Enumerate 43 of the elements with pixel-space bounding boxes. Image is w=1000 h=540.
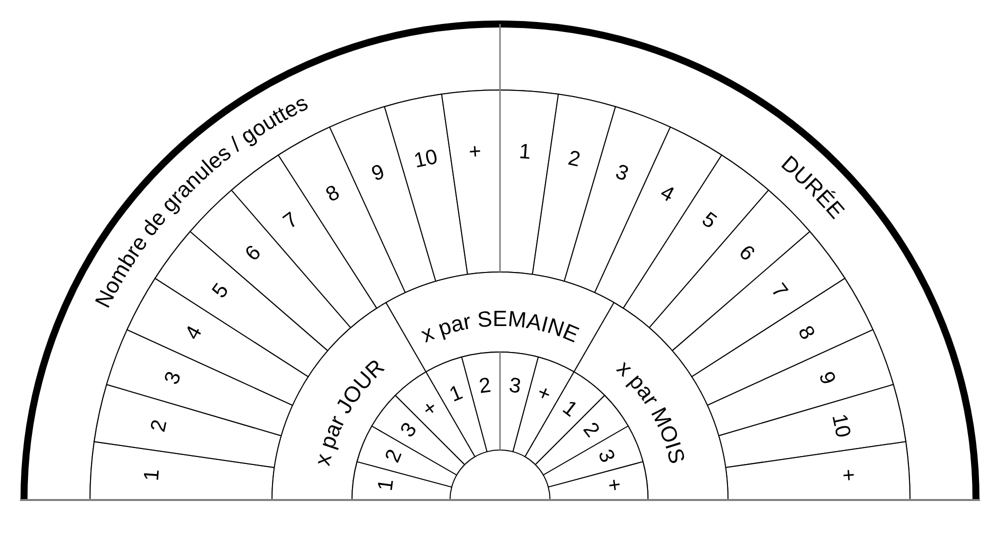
dial-sector bbox=[461, 352, 500, 452]
number-label: 3 bbox=[508, 374, 522, 398]
number-label: + bbox=[534, 380, 554, 407]
number-label: 8 bbox=[793, 322, 820, 344]
dial-sector bbox=[90, 441, 275, 500]
number-label: 8 bbox=[322, 180, 344, 207]
number-label: + bbox=[602, 477, 626, 493]
dial-sector bbox=[94, 384, 282, 468]
dial-sector bbox=[441, 90, 500, 275]
dial-sector bbox=[500, 90, 559, 275]
number-label: + bbox=[836, 468, 860, 482]
number-label: 9 bbox=[368, 160, 388, 186]
dial-sector bbox=[718, 384, 906, 468]
number-label: 1 bbox=[140, 468, 164, 482]
dial-sector bbox=[725, 441, 910, 500]
number-label: 7 bbox=[766, 279, 792, 302]
dial-sector bbox=[384, 94, 468, 282]
number-label: 3 bbox=[160, 368, 186, 388]
number-label: 1 bbox=[374, 478, 398, 492]
number-label: 6 bbox=[240, 240, 266, 266]
number-label: 7 bbox=[279, 208, 302, 234]
number-label: + bbox=[468, 140, 482, 164]
number-label: 3 bbox=[612, 160, 632, 186]
number-label: 2 bbox=[380, 446, 407, 466]
dial-sector bbox=[691, 278, 874, 406]
dial-sector bbox=[594, 126, 722, 309]
number-label: 5 bbox=[698, 208, 721, 234]
number-label: 4 bbox=[180, 322, 207, 344]
number-label: 9 bbox=[814, 368, 840, 388]
number-label: 1 bbox=[518, 140, 532, 164]
number-label: 2 bbox=[566, 146, 582, 172]
dial-sector bbox=[548, 461, 648, 500]
number-label: 2 bbox=[146, 418, 172, 434]
number-label: 4 bbox=[656, 180, 678, 207]
number-label: 5 bbox=[208, 279, 234, 302]
dial-sector bbox=[532, 94, 616, 282]
number-label: 1 bbox=[446, 380, 466, 407]
number-label: 10 bbox=[827, 412, 855, 440]
number-label: 10 bbox=[412, 145, 440, 173]
frequency-label: x par SEMAINE bbox=[417, 306, 583, 348]
number-label: 3 bbox=[593, 446, 620, 466]
number-label: 6 bbox=[734, 240, 760, 266]
number-label: 2 bbox=[478, 374, 492, 398]
